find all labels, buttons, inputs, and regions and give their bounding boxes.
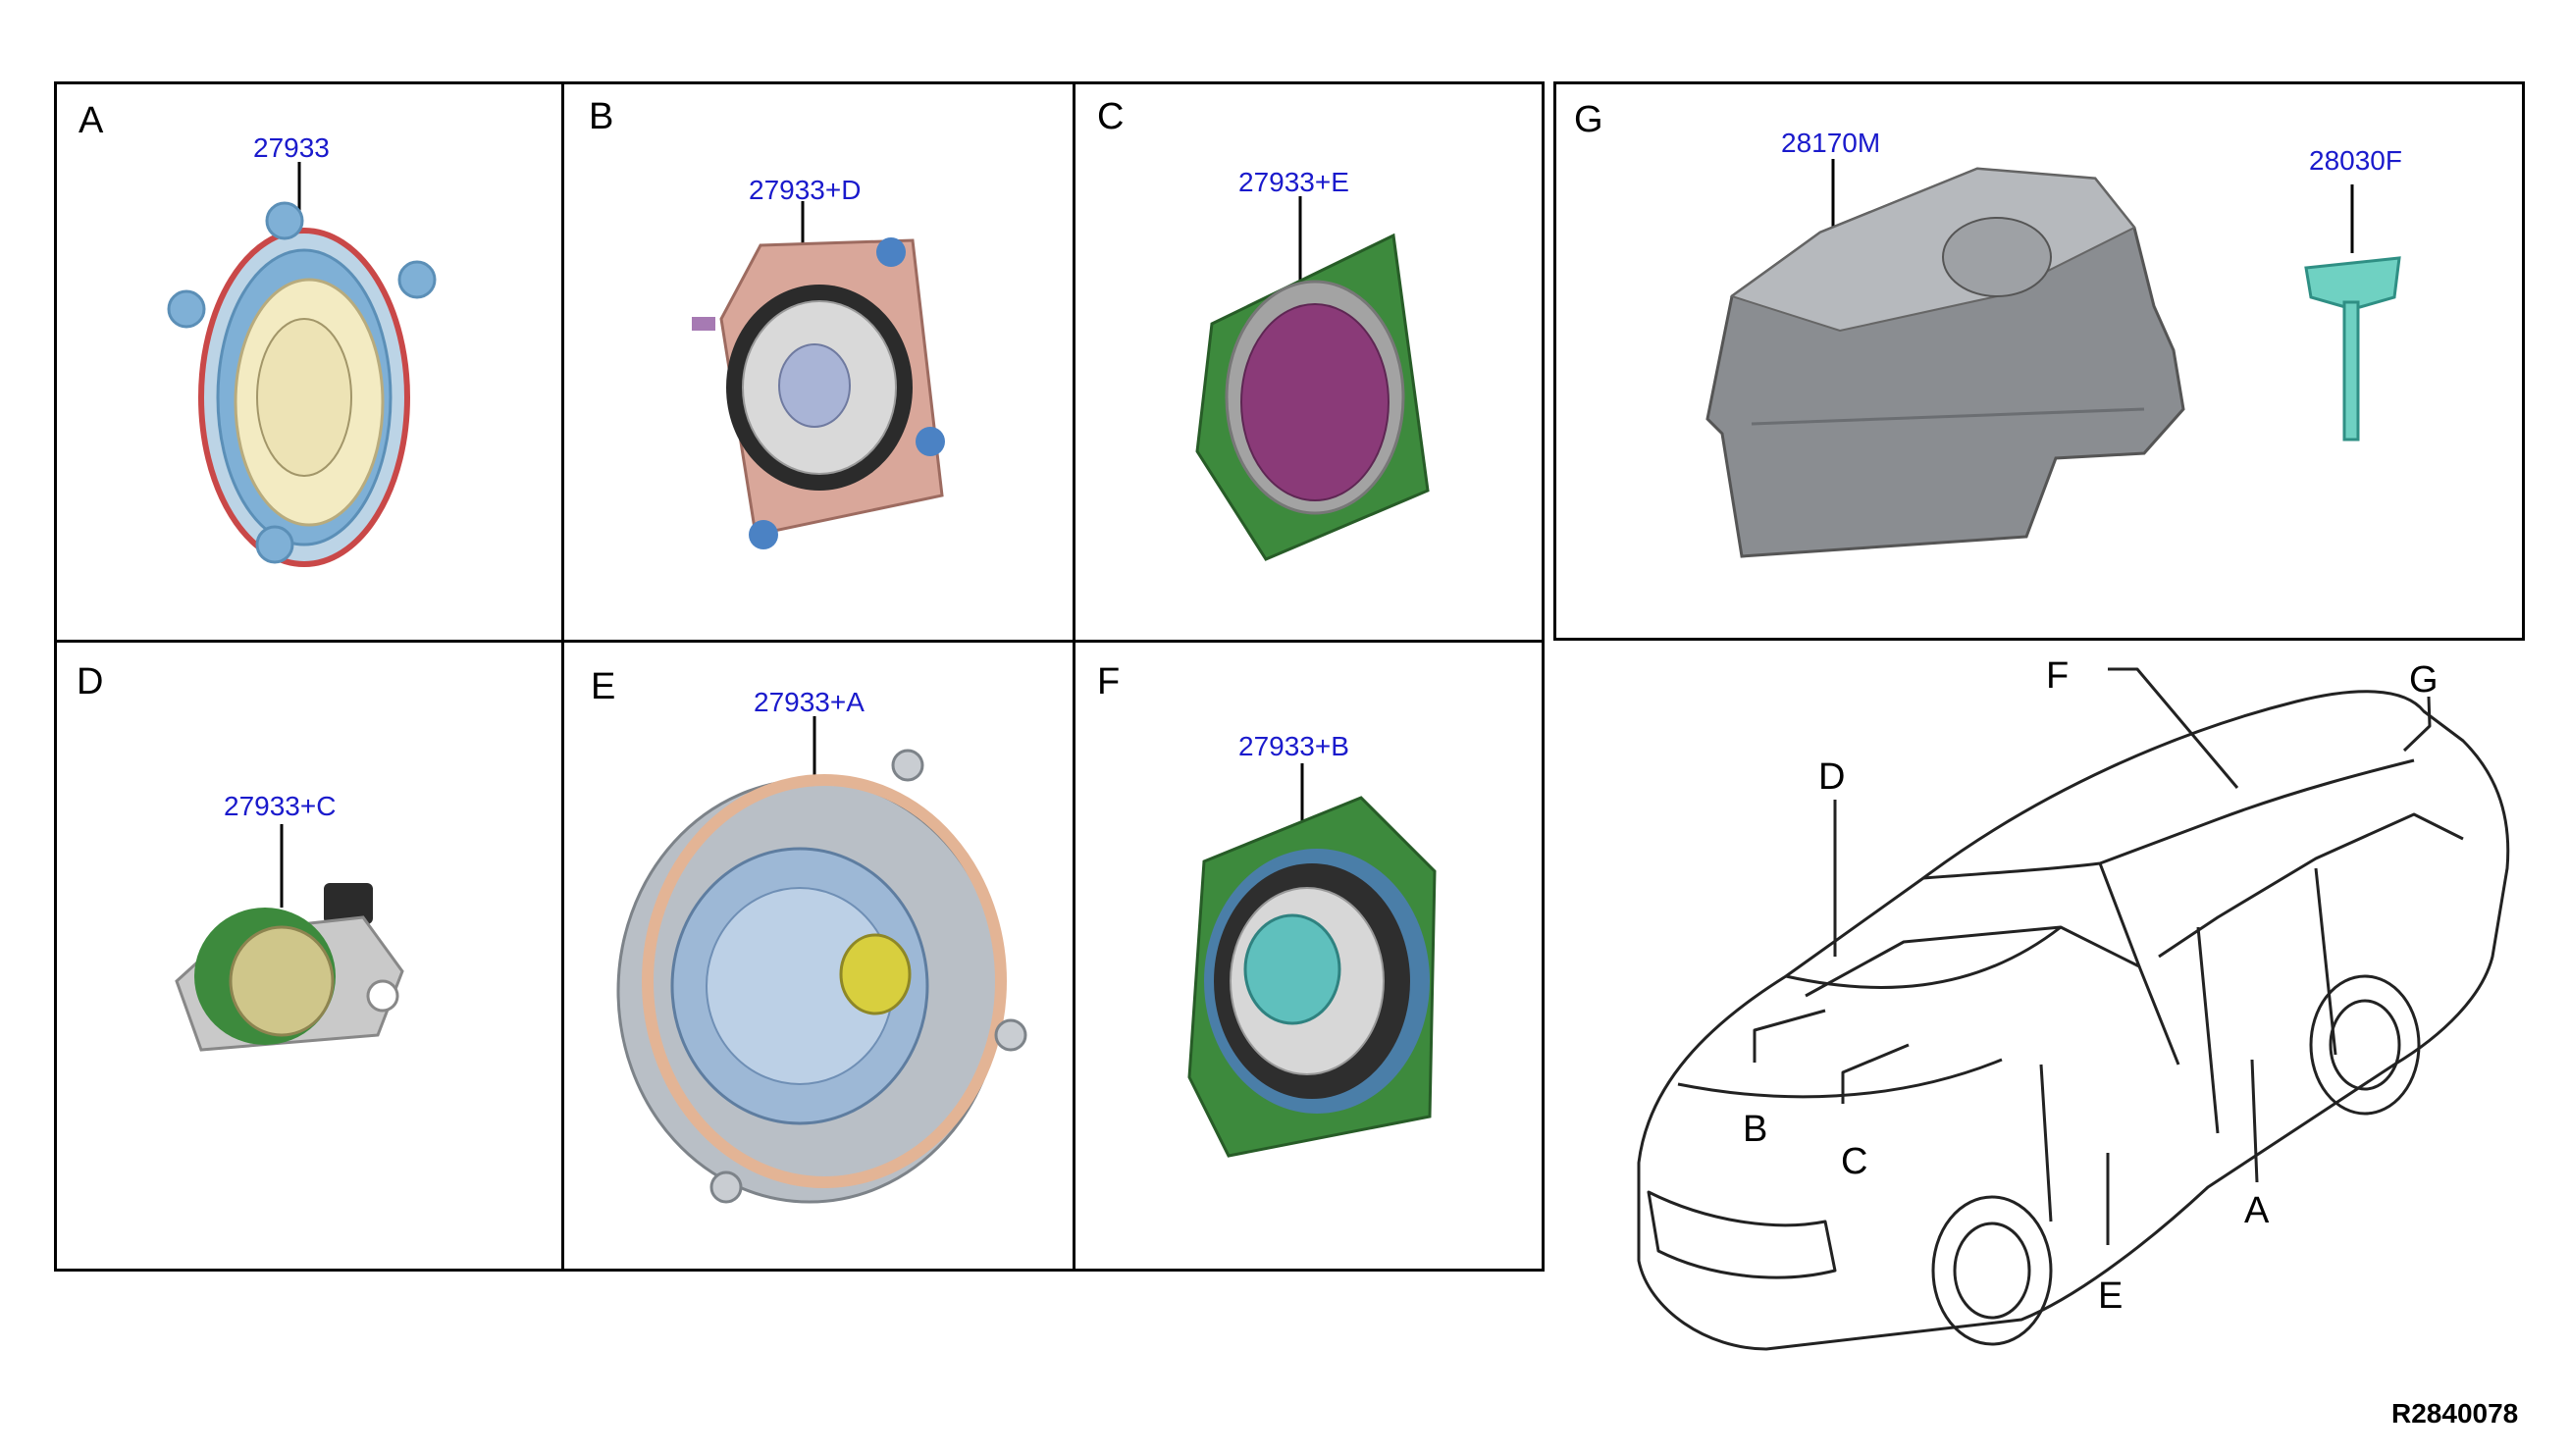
vehicle-label-f: F xyxy=(2046,655,2070,697)
speaker-e-illustration xyxy=(616,716,1027,1204)
panel-b-letter: B xyxy=(589,96,614,137)
grid-divider-2 xyxy=(1073,81,1075,1272)
panel-b-part-number: 27933+D xyxy=(749,175,862,205)
amplifier-unit-illustration xyxy=(1705,159,2185,558)
vehicle-outline-illustration xyxy=(1637,667,2510,1351)
panel-g-frame xyxy=(1553,81,2525,641)
panel-f-letter: F xyxy=(1097,661,1121,702)
speaker-adapter-ring-illustration xyxy=(167,162,437,567)
panel-d-part-number: 27933+C xyxy=(224,791,337,821)
panel-f-part-number: 27933+B xyxy=(1238,731,1349,761)
panel-a-letter: A xyxy=(79,100,104,141)
panel-c-letter: C xyxy=(1097,96,1125,137)
panel-g-part-number-clip: 28030F xyxy=(2309,145,2402,176)
speaker-c-illustration xyxy=(1195,196,1430,561)
panel-e-part-number: 27933+A xyxy=(754,687,865,717)
panel-d-letter: D xyxy=(77,661,104,702)
panel-e-letter: E xyxy=(591,666,616,707)
panel-c-part-number: 27933+E xyxy=(1238,167,1349,197)
diagram-reference-code: R2840078 xyxy=(2391,1398,2519,1429)
panel-g-part-number-amp: 28170M xyxy=(1781,128,1881,158)
vehicle-label-g: G xyxy=(2409,659,2439,701)
panel-a-part-number: 27933 xyxy=(253,132,330,163)
vehicle-label-b: B xyxy=(1743,1109,1768,1150)
vehicle-label-c: C xyxy=(1841,1141,1868,1182)
vehicle-label-d: D xyxy=(1818,756,1846,798)
grid-divider-1 xyxy=(561,81,564,1272)
speaker-f-illustration xyxy=(1187,763,1437,1158)
vehicle-label-e: E xyxy=(2098,1275,2124,1317)
grid-divider-h xyxy=(54,640,1545,643)
mounting-clip-illustration xyxy=(2304,184,2401,442)
speaker-grid-frame xyxy=(54,81,1545,1272)
vehicle-label-a: A xyxy=(2244,1190,2270,1231)
speaker-b-illustration xyxy=(692,201,945,549)
panel-g-letter: G xyxy=(1574,99,1603,140)
speaker-d-illustration xyxy=(175,824,404,1052)
